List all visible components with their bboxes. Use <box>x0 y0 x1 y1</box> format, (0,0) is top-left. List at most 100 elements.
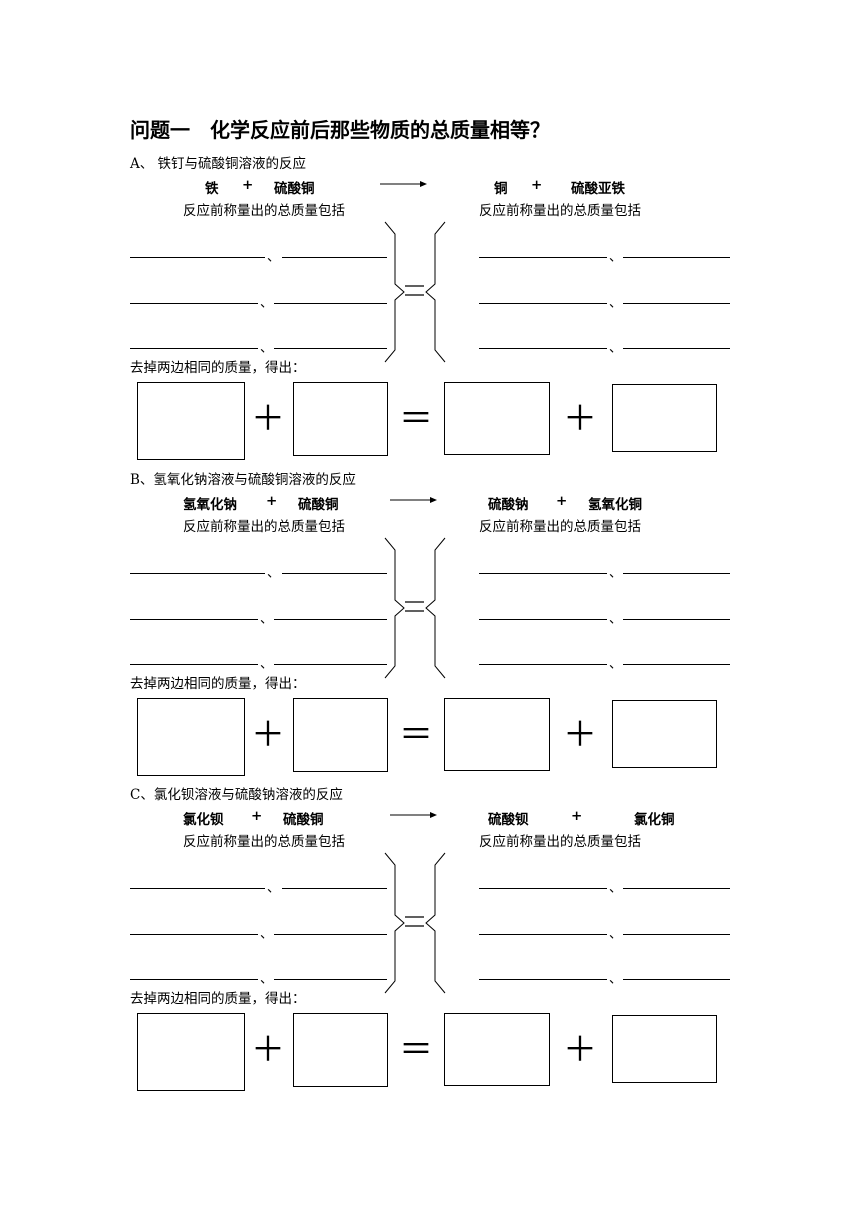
remove-same-text: 去掉两边相同的质量，得出： <box>130 991 306 1007</box>
equation-plus: + <box>266 493 278 509</box>
answer-blank[interactable] <box>623 979 730 980</box>
answer-blank[interactable] <box>130 664 258 665</box>
equals-sign: ＝ <box>399 715 433 755</box>
separator: 、 <box>260 296 274 311</box>
plus-sign: ＋ <box>563 1030 597 1070</box>
separator: 、 <box>260 612 274 627</box>
separator: 、 <box>609 341 623 356</box>
answer-box[interactable] <box>612 700 717 768</box>
answer-blank[interactable] <box>130 888 265 889</box>
answer-box[interactable] <box>444 382 550 455</box>
answer-box[interactable] <box>612 384 717 452</box>
separator: 、 <box>260 927 274 942</box>
reactant-2: 硫酸铜 <box>298 497 339 513</box>
separator: 、 <box>267 566 281 581</box>
answer-box[interactable] <box>137 382 245 460</box>
answer-blank[interactable] <box>130 979 258 980</box>
answer-box[interactable] <box>293 1013 388 1087</box>
answer-box[interactable] <box>612 1015 717 1083</box>
answer-blank[interactable] <box>130 303 258 304</box>
answer-blank[interactable] <box>623 664 730 665</box>
before-caption: 反应前称量出的总质量包括 <box>183 519 345 535</box>
plus-sign: ＋ <box>251 399 285 439</box>
product-2: 氯化铜 <box>634 812 675 828</box>
answer-blank[interactable] <box>479 934 607 935</box>
answer-box[interactable] <box>444 1013 550 1086</box>
separator: 、 <box>609 296 623 311</box>
separator: 、 <box>260 972 274 987</box>
answer-blank[interactable] <box>282 888 387 889</box>
answer-blank[interactable] <box>479 348 607 349</box>
after-caption: 反应前称量出的总质量包括 <box>479 203 641 219</box>
remove-same-text: 去掉两边相同的质量，得出： <box>130 676 306 692</box>
section-heading: A、 铁钉与硫酸铜溶液的反应 <box>130 156 307 172</box>
answer-blank[interactable] <box>130 257 265 258</box>
answer-box[interactable] <box>444 698 550 771</box>
answer-blank[interactable] <box>282 573 387 574</box>
answer-box[interactable] <box>137 1013 245 1091</box>
answer-blank[interactable] <box>479 888 607 889</box>
before-caption: 反应前称量出的总质量包括 <box>183 834 345 850</box>
brace-equals-icon <box>384 852 446 994</box>
equals-sign: ＝ <box>399 1030 433 1070</box>
answer-blank[interactable] <box>130 573 265 574</box>
answer-blank[interactable] <box>479 664 607 665</box>
answer-box[interactable] <box>293 698 388 772</box>
answer-box[interactable] <box>293 382 388 456</box>
answer-box[interactable] <box>137 698 245 776</box>
remove-same-text: 去掉两边相同的质量，得出： <box>130 360 306 376</box>
answer-blank[interactable] <box>623 348 730 349</box>
product-1: 铜 <box>494 181 508 197</box>
answer-blank[interactable] <box>479 979 607 980</box>
equation-plus: + <box>531 177 543 193</box>
separator: 、 <box>609 657 623 672</box>
answer-blank[interactable] <box>130 934 258 935</box>
before-caption: 反应前称量出的总质量包括 <box>183 203 345 219</box>
plus-sign: ＋ <box>563 715 597 755</box>
separator: 、 <box>260 341 274 356</box>
answer-blank[interactable] <box>274 979 387 980</box>
reactant-2: 硫酸铜 <box>274 181 315 197</box>
equation-plus: + <box>556 493 568 509</box>
answer-blank[interactable] <box>623 573 730 574</box>
separator: 、 <box>267 881 281 896</box>
answer-blank[interactable] <box>623 257 730 258</box>
answer-blank[interactable] <box>274 619 387 620</box>
answer-blank[interactable] <box>130 348 258 349</box>
separator: 、 <box>267 250 281 265</box>
plus-sign: ＋ <box>251 715 285 755</box>
product-1: 硫酸钠 <box>488 497 529 513</box>
equation-plus: + <box>242 177 254 193</box>
plus-sign: ＋ <box>251 1030 285 1070</box>
answer-blank[interactable] <box>479 573 607 574</box>
answer-blank[interactable] <box>274 303 387 304</box>
answer-blank[interactable] <box>274 664 387 665</box>
answer-blank[interactable] <box>282 257 387 258</box>
answer-blank[interactable] <box>623 619 730 620</box>
after-caption: 反应前称量出的总质量包括 <box>479 834 641 850</box>
equals-sign: ＝ <box>399 399 433 439</box>
answer-blank[interactable] <box>274 934 387 935</box>
answer-blank[interactable] <box>479 257 607 258</box>
page-title: 问题一 化学反应前后那些物质的总质量相等？ <box>130 118 550 142</box>
answer-blank[interactable] <box>274 348 387 349</box>
product-2: 氢氧化铜 <box>588 497 642 513</box>
reactant-1: 铁 <box>205 181 219 197</box>
brace-equals-icon <box>384 537 446 679</box>
answer-blank[interactable] <box>130 619 258 620</box>
answer-blank[interactable] <box>479 619 607 620</box>
answer-blank[interactable] <box>479 303 607 304</box>
answer-blank[interactable] <box>623 888 730 889</box>
reactant-2: 硫酸铜 <box>283 812 324 828</box>
reactant-1: 氢氧化钠 <box>183 497 237 513</box>
product-2: 硫酸亚铁 <box>571 181 625 197</box>
equation-plus: + <box>571 808 583 824</box>
answer-blank[interactable] <box>623 934 730 935</box>
plus-sign: ＋ <box>563 399 597 439</box>
brace-equals-icon <box>384 221 446 363</box>
reaction-arrow-icon <box>390 497 437 503</box>
after-caption: 反应前称量出的总质量包括 <box>479 519 641 535</box>
separator: 、 <box>260 657 274 672</box>
answer-blank[interactable] <box>623 303 730 304</box>
section-heading: C、氯化钡溶液与硫酸钠溶液的反应 <box>130 787 343 803</box>
